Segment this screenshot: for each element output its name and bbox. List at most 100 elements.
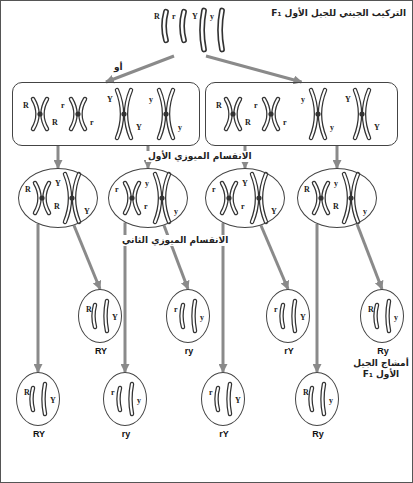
chromosome xyxy=(44,384,46,414)
allele-letter: r xyxy=(283,118,287,127)
allele-letter: y xyxy=(137,396,141,405)
allele-letter: R xyxy=(154,12,160,21)
allele-letter: R xyxy=(86,305,92,314)
chromosome xyxy=(32,388,34,410)
allele-letter: Y xyxy=(84,207,90,216)
chromosome xyxy=(388,301,390,331)
allele-letter: Y xyxy=(112,313,118,322)
allele-letter: R xyxy=(216,101,222,110)
chromosome xyxy=(159,90,173,138)
allele-letter: Y xyxy=(107,95,113,104)
chromosome xyxy=(376,305,378,327)
chromosome xyxy=(131,384,133,414)
allele-letter: r xyxy=(241,202,245,211)
allele-letter: Y xyxy=(271,207,277,216)
gamete-circle: RyRy xyxy=(295,372,339,426)
cell-circle: RRyy xyxy=(297,168,377,228)
cell-circle: r r y y xyxy=(108,168,188,228)
allele-letter: Y xyxy=(300,313,306,322)
gamete-genotype: rY xyxy=(202,429,246,439)
allele-letter: R xyxy=(25,185,31,194)
allele-letter: r xyxy=(144,202,148,211)
allele-letter: y xyxy=(330,123,334,132)
allele-letter: Y xyxy=(345,95,351,104)
allele-letter: R xyxy=(52,118,58,127)
chromosome xyxy=(33,99,47,129)
allele-letter: y xyxy=(329,396,333,405)
allele-letter: r xyxy=(90,118,94,127)
allele-letter: R xyxy=(303,388,309,397)
chromosome xyxy=(344,174,358,222)
chromosome xyxy=(106,301,108,331)
allele-letter: Y xyxy=(136,123,142,132)
division-arrow xyxy=(206,56,302,82)
chromosome xyxy=(264,99,278,129)
allele-letter: R xyxy=(24,388,30,397)
gamete-circle: rYrY xyxy=(266,289,310,343)
gamete-circle: ryry xyxy=(103,372,147,426)
gamete-circle: RYRY xyxy=(16,372,60,426)
chromosome xyxy=(125,183,139,213)
gamete-genotype: Ry xyxy=(296,429,340,439)
gamete-genotype: RY xyxy=(17,429,61,439)
chromosome xyxy=(220,11,222,50)
chromosome xyxy=(222,183,236,213)
division-arrow xyxy=(74,226,100,290)
allele-letter: R xyxy=(245,118,251,127)
chromosome xyxy=(119,388,121,410)
chromosome xyxy=(252,174,266,222)
chromosome xyxy=(202,11,204,50)
allele-letter: Y xyxy=(50,396,56,405)
allele-letter: y xyxy=(145,179,149,188)
chromosome xyxy=(182,12,184,41)
chromosome xyxy=(314,183,328,213)
division-arrow xyxy=(357,224,382,289)
allele-letter: y xyxy=(394,313,398,322)
parent-genotype: التركيب الجيني للجيل الأول F₁RrYy xyxy=(150,6,230,56)
chromosome xyxy=(94,305,96,327)
chromosome xyxy=(155,174,169,222)
allele-letter: r xyxy=(115,185,119,194)
chromosome xyxy=(35,183,49,213)
allele-letter: y xyxy=(363,207,367,216)
stage-label: الانقسام الميوزي الثاني xyxy=(120,235,230,246)
allele-letter: r xyxy=(61,101,65,110)
gamete-genotype: Ry xyxy=(361,346,405,356)
division-arrow xyxy=(106,56,174,82)
cell-circle: rrYY xyxy=(205,168,285,228)
chromosome xyxy=(355,90,369,138)
gamete-circle: RyRy xyxy=(360,289,404,343)
gametes-label: أمشاج الجيل الأول F₁ xyxy=(350,358,412,380)
allele-letter: r xyxy=(212,185,216,194)
chromosome xyxy=(65,174,79,222)
chromosome xyxy=(117,90,131,138)
meiosis-one-box: RRrrYYyy xyxy=(12,82,200,146)
division-arrow xyxy=(37,224,40,372)
allele-letter: r xyxy=(274,305,278,314)
allele-letter: r xyxy=(174,305,178,314)
gamete-circle: rYrY xyxy=(201,372,245,426)
allele-letter: Y xyxy=(374,123,380,132)
allele-letter: R xyxy=(304,185,310,194)
chromosome xyxy=(164,12,166,41)
division-arrow xyxy=(57,146,60,168)
chromosome xyxy=(226,99,240,129)
chromosome xyxy=(194,301,196,331)
chromosome xyxy=(311,388,313,410)
chromosome xyxy=(323,384,325,414)
allele-letter: Y xyxy=(242,179,248,188)
allele-letter: R xyxy=(54,202,60,211)
allele-letter: r xyxy=(172,12,176,21)
allele-letter: r xyxy=(209,388,213,397)
allele-letter: y xyxy=(174,207,178,216)
gamete-genotype: RY xyxy=(79,346,123,356)
chromosome xyxy=(229,384,231,414)
cell-circle: RRYY xyxy=(18,168,98,228)
division-arrow xyxy=(316,224,319,372)
allele-letter: y xyxy=(334,179,338,188)
gamete-circle: RYRY xyxy=(78,289,122,343)
meiosis-one-box: RRrryyYY xyxy=(205,82,398,146)
allele-letter: Y xyxy=(192,12,198,21)
allele-letter: y xyxy=(149,95,153,104)
